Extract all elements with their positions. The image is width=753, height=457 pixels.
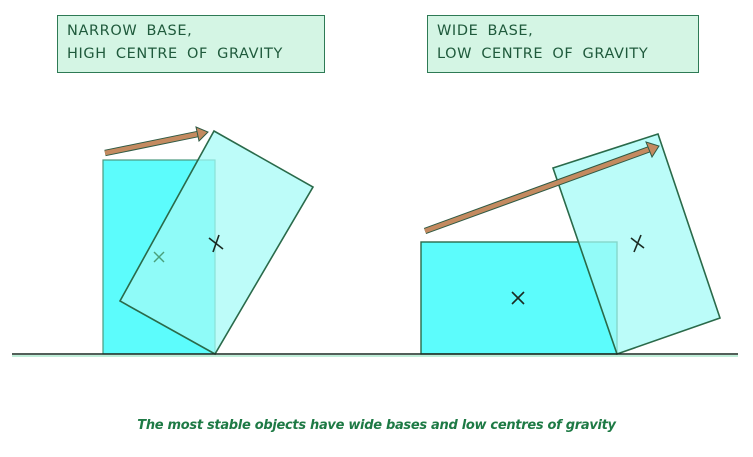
wide-base-label-line2: LOW CENTRE OF GRAVITY: [437, 46, 649, 62]
arrow-right-icon: [104, 126, 209, 157]
caption: The most stable objects have wide bases …: [137, 418, 616, 433]
wide-base-label-line1: WIDE BASE,: [437, 23, 534, 39]
wide-base-scene: [420, 132, 722, 356]
cross-mark-icon: [511, 291, 525, 305]
narrow-base-label-line2: HIGH CENTRE OF GRAVITY: [67, 46, 283, 62]
narrow-base-label-line1: NARROW BASE,: [67, 23, 193, 39]
arrow-right-icon: [423, 141, 660, 235]
narrow-base-scene: [102, 126, 315, 356]
wide-base-label: WIDE BASE, LOW CENTRE OF GRAVITY: [427, 15, 699, 73]
narrow-base-label: NARROW BASE, HIGH CENTRE OF GRAVITY: [57, 15, 325, 73]
cross-mark-icon: [208, 234, 224, 253]
cross-mark-icon: [630, 234, 645, 253]
cross-mark-icon: [153, 251, 165, 263]
